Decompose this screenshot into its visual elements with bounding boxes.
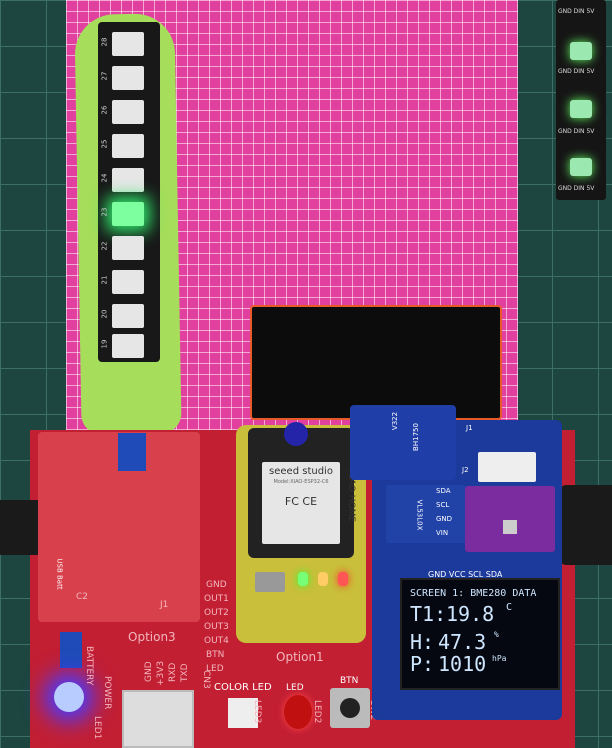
option3-label: Option3 <box>128 630 176 644</box>
button-cap[interactable] <box>340 698 360 718</box>
stick-led-lit: 23 <box>100 202 144 226</box>
strip-led <box>570 42 592 60</box>
cn3-label: CN3 <box>201 670 211 689</box>
stick-led: 28 <box>100 32 144 56</box>
out-pin-label: OUT1 <box>204 594 229 604</box>
battery-label: BATTERY <box>84 646 94 686</box>
out-pin-label: GND <box>206 580 227 590</box>
usb-cable-right <box>560 485 612 565</box>
stick-led: 27 <box>100 66 144 90</box>
bh1750-v322: V322 <box>391 411 400 431</box>
bme280-sensor-chip <box>503 520 517 534</box>
stick-led: 26 <box>100 100 144 124</box>
oled-pres-label: P: <box>410 652 435 676</box>
green-indicator-led <box>298 572 308 586</box>
btn-label: BTN <box>340 676 359 686</box>
seeed-model: Model:XIAO-ESP32-C6 <box>273 479 329 485</box>
out-pin-label: OUT4 <box>204 636 229 646</box>
strip-label: GND DIN 5V <box>558 8 595 15</box>
stick-led: 21 <box>100 270 144 294</box>
terminal-block <box>118 433 146 471</box>
battery-terminal <box>60 632 82 668</box>
j1-label: J1 <box>160 600 169 610</box>
antenna-connector-icon <box>284 422 308 446</box>
cn3-pin: GND <box>144 661 154 682</box>
led1-label: LED1 <box>92 716 102 740</box>
color-led <box>228 698 258 728</box>
oled-temp-label: T1: <box>410 602 447 626</box>
bh1750-label: BH1750 <box>411 423 420 451</box>
certification-marks: FC CE <box>284 495 318 508</box>
stick-led: 24 <box>100 168 144 192</box>
strip-label: GND DIN 5V <box>558 185 595 192</box>
reset-button[interactable] <box>255 572 285 592</box>
red-led <box>284 695 312 729</box>
led-label: LED <box>286 683 304 693</box>
out-pin-label: OUT3 <box>204 622 229 632</box>
stick-led: 22 <box>100 236 144 260</box>
cn3-pin: RXD <box>168 662 178 682</box>
option1-label: Option1 <box>276 650 324 664</box>
battery-holder <box>250 305 502 420</box>
j1-header-label: J1 <box>466 424 473 432</box>
vl53-pin: SDA <box>436 487 451 495</box>
cn3-pin: +3V3 <box>156 660 166 686</box>
push-button[interactable] <box>330 688 370 728</box>
color-led-label: COLOR LED <box>214 682 272 693</box>
led-stick-pcb: 28 27 26 25 24 23 22 21 20 19 <box>98 22 160 362</box>
oled-title: SCREEN 1: BME280 DATA <box>410 588 537 599</box>
c2-label: C2 <box>76 592 89 602</box>
oled-hum-unit: % <box>494 630 499 639</box>
oled-temp-unit: C <box>506 602 513 613</box>
seeed-brand: seeed studio <box>269 466 333 477</box>
bme280-module <box>465 486 555 552</box>
stick-led: 20 <box>100 304 144 328</box>
led-strip: GND DIN 5V GND DIN 5V GND DIN 5V GND DIN… <box>556 0 606 200</box>
strip-led <box>570 100 592 118</box>
vl53-pin: GND <box>436 515 453 523</box>
led2-label: LED2 <box>312 700 322 724</box>
usb-batt-label: USB Batt <box>55 558 64 590</box>
vl53-pin: SCL <box>436 501 450 509</box>
oled-pres-value: 1010 <box>438 652 487 676</box>
stick-led: 25 <box>100 134 144 158</box>
power-led <box>54 682 84 712</box>
out-pin-label: OUT2 <box>204 608 229 618</box>
strip-label: GND DIN 5V <box>558 68 595 75</box>
led3-label: LED3 <box>252 700 262 724</box>
usb-cable-left <box>0 500 44 555</box>
power-label: POWER <box>102 676 112 710</box>
seeed-module: seeed studio Model:XIAO-ESP32-C6 FC CE <box>262 462 340 544</box>
stick-led: 19 <box>100 334 144 358</box>
strip-led <box>570 158 592 176</box>
red-indicator-led <box>338 572 348 586</box>
j2-header-label: J2 <box>462 466 469 474</box>
grove-connector[interactable] <box>122 690 194 748</box>
oled-header-pins: GND VCC SCL SDA <box>428 570 503 579</box>
yellow-indicator-led <box>318 572 328 586</box>
out-pin-label: BTN <box>206 650 225 660</box>
strip-label: GND DIN 5V <box>558 128 595 135</box>
vl53l0x-module: VL53L0X SDA SCL GND VIN <box>386 485 466 543</box>
oled-pres-unit: hPa <box>492 654 507 663</box>
oled-display: SCREEN 1: BME280 DATA T1: 19.8 C H: 47.3… <box>400 578 560 690</box>
jst-connector[interactable] <box>478 452 536 482</box>
vl53-pin: VIN <box>436 529 449 537</box>
oled-hum-value: 47.3 <box>438 630 487 654</box>
vl53l0x-label: VL53L0X <box>415 499 424 531</box>
oled-temp-value: 19.8 <box>446 602 495 626</box>
out-pin-label: LED <box>206 664 224 674</box>
oled-hum-label: H: <box>410 630 435 654</box>
cn3-pin: TXD <box>180 663 190 682</box>
bh1750-module: BH1750 V322 <box>350 405 456 480</box>
